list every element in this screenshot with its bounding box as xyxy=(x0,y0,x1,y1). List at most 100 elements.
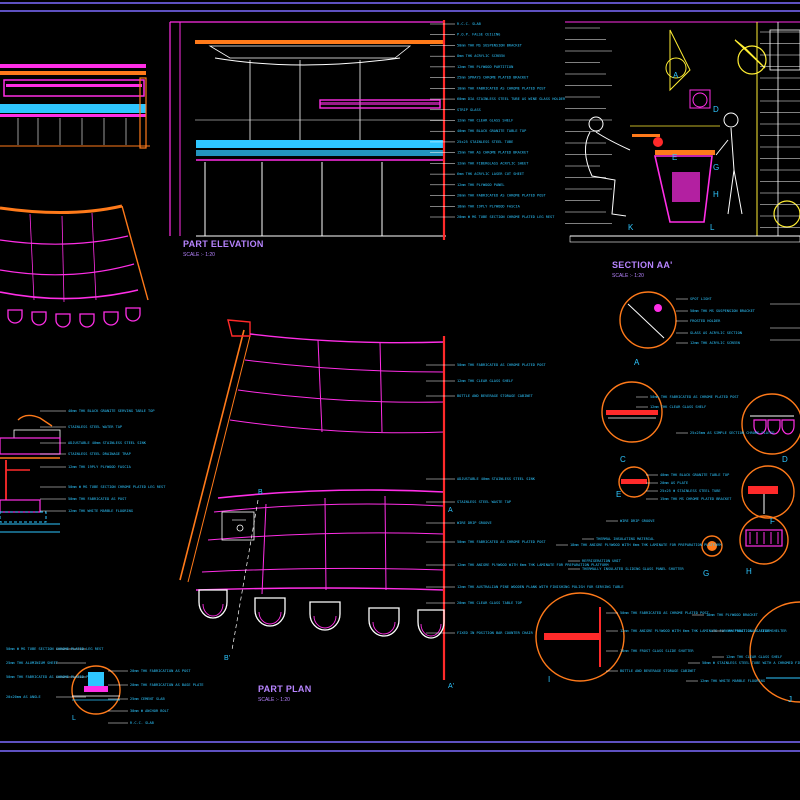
plan-callout: 50mm THK FABRICATED AS CHROME PLATED POS… xyxy=(457,540,547,544)
detail-callout: REFRIGERATION UNIT xyxy=(582,559,622,563)
top-left-elevation xyxy=(0,64,150,149)
detail-callout: BOTTLE AND BEVERAGE STORAGE CABINET xyxy=(620,669,697,673)
plan-marker-b-prime: B' xyxy=(224,655,230,662)
left-detail-callout: 40mm THK BLACK GRANITE SERVING TABLE TOP xyxy=(68,409,155,413)
plan-callout: BOTTLE AND BEVERAGE STORAGE CABINET xyxy=(457,394,534,398)
detail-callout: 20mm AS PLATE xyxy=(660,481,688,485)
part-plan-drawing: PART PLAN SCALE :- 1:20 xyxy=(179,319,446,703)
detail-bubble-h: H xyxy=(739,515,789,576)
section-aa-markers: A D E G H L K xyxy=(628,71,719,232)
detail-label: H xyxy=(746,567,752,576)
detail-callout: 12mm THK CLEAR GLASS SHELF xyxy=(726,655,782,659)
detail-label: G xyxy=(703,569,709,578)
detail-callout: THERMALLY INSULATED SLIDING GLASS PANEL … xyxy=(582,567,685,571)
detail-l-callout: 25mm CEMENT SLAB xyxy=(130,697,165,701)
wine-glass-icon xyxy=(753,419,767,435)
detail-callout: WIRE DRIP GROOVE xyxy=(620,519,655,523)
left-detail-callout: 50mm THK FABRICATED AS POST xyxy=(68,497,127,501)
detail-l-callouts: 50mm Φ MS TUBE SECTION CHROME PLATED LEG… xyxy=(6,647,204,725)
plan-callout: ADJUSTABLE 40mm STAINLESS STEEL SINK xyxy=(457,477,536,481)
section-marker-l: L xyxy=(710,223,715,232)
detail-circle xyxy=(618,466,650,498)
detail-l-drawing: L xyxy=(71,665,121,722)
wine-glass-icon xyxy=(767,419,781,435)
detail-callout: 12mm THK ANIGRE PLYWOOD WITH 6mm THK LAM… xyxy=(620,629,772,633)
detail-callout: 6mm FROST GLASS SIDE SHELTER xyxy=(726,629,787,633)
spot-light-mark xyxy=(654,304,662,312)
plan-marker-a: A xyxy=(448,507,453,514)
detail-label: C xyxy=(620,455,626,464)
section-aa-drawing: SECTION AA' SCALE :- 1:20 xyxy=(565,21,800,279)
shelf-section xyxy=(606,410,658,415)
detail-callout: FROSTED HOLDER xyxy=(690,319,721,323)
section-aa-title: SECTION AA' xyxy=(612,260,673,270)
plan-marker-b: B xyxy=(258,489,263,496)
plate-section xyxy=(748,486,778,494)
detail-label: J xyxy=(788,695,792,704)
elevation-callout: 6mm THK ACRYLIC LASER CUT SHEET xyxy=(457,172,525,176)
section-marker-e: E xyxy=(672,153,677,162)
part-plan-scale: SCALE :- 1:20 xyxy=(258,697,290,703)
detail-callout: 25x25mm AS SIMPLE SECTION CHROME PLATED xyxy=(690,431,774,435)
plan-callout: 50mm THK FABRICATED AS CHROME PLATED POS… xyxy=(457,363,547,367)
elevation-callout: R.C.C. SLAB xyxy=(457,22,481,26)
detail-circle xyxy=(741,393,800,455)
section-marker-g: G xyxy=(713,163,719,172)
elevation-callout: STRIP GLASS xyxy=(457,108,481,112)
detail-callout: 12mm THK WHITE MARBLE FLOORING xyxy=(700,679,765,683)
elevation-callout: 60mm DIA STAINLESS STEEL TUBE AS WINE GL… xyxy=(457,97,566,101)
detail-callout: 50mm Φ STAINLESS STEEL TUBE WITH A CHROM… xyxy=(702,661,800,665)
detail-callout: 50mm THK FABRICATED AS CHROME PLATED POS… xyxy=(620,611,710,615)
elevation-callout: 12mm THK FIBERGLASS ACRYLIC SHEET xyxy=(457,161,529,165)
elevation-callout: 15mm THK AS CHROME PLATED BRACKET xyxy=(457,151,529,155)
plan-callout: FIXED IN POSITION BAR COUNTER CHAIR xyxy=(457,631,534,635)
detail-callout: 50mm THK FABRICATED AS CHROME PLATED POS… xyxy=(650,395,740,399)
elevation-callout: 25x25 STAINLESS STEEL TUBE xyxy=(457,140,513,144)
section-marker-h: H xyxy=(713,190,719,199)
left-detail-callouts: 40mm THK BLACK GRANITE SERVING TABLE TOP… xyxy=(40,409,166,513)
granite-top xyxy=(621,479,647,484)
elevation-callout: 18mm THK 19PLY PLYWOOD FASCIA xyxy=(457,204,521,208)
left-plan-arc xyxy=(0,204,149,328)
detail-label: A xyxy=(634,358,640,367)
detail-circle xyxy=(619,291,677,349)
elevation-callout: 12mm THK CLEAR GLASS SHELF xyxy=(457,119,513,123)
detail-l-callout: 25mm THK ALUMINIUM SHEET xyxy=(6,661,59,665)
part-plan-callouts: 50mm THK FABRICATED AS CHROME PLATED POS… xyxy=(426,363,624,635)
detail-bubble-j: J 18mm THK PLYWOOD BRACKET 6mm FROST GLASS… xyxy=(686,601,800,704)
detail-callout: 18mm THK PLYWOOD BRACKET xyxy=(706,613,759,617)
detail-callout: 12mm THK ACRYLIC SCREEN xyxy=(690,341,740,345)
plan-callout: WIRE DRIP GROOVE xyxy=(457,521,492,525)
wine-glass-icon xyxy=(781,419,795,435)
detail-callout: 18mm THK ANIGRE PLYWOOD WITH 6mm THK LAM… xyxy=(570,543,722,547)
detail-callout: 12mm THK CLEAR GLASS SHELF xyxy=(650,405,706,409)
section-aa-scale: SCALE :- 1:20 xyxy=(612,273,644,279)
plan-callout: 12mm THK CLEAR GLASS SHELF xyxy=(457,379,513,383)
drip-groove-mark xyxy=(707,541,717,551)
elevation-callout: 12mm THK PLYWOOD PANEL xyxy=(457,183,505,187)
elevation-callout: P.O.P. FALSE CEILING xyxy=(457,33,500,37)
part-plan-title: PART PLAN xyxy=(258,684,312,694)
detail-bubble-c: C 50mm THK FABRICATED AS CHROME PLATED PO… xyxy=(601,381,740,464)
detail-l-label: L xyxy=(72,715,76,722)
part-plan-section-markers: A A' B B' xyxy=(224,489,454,690)
section-marker-d: D xyxy=(713,105,719,114)
detail-label: F xyxy=(770,517,775,526)
detail-label: E xyxy=(616,490,621,499)
detail-bubble-d: D 25x25mm AS SIMPLE SECTION CHROME PLATED xyxy=(676,393,800,464)
detail-circle xyxy=(601,381,663,443)
detail-circle xyxy=(741,465,795,519)
detail-callout: THERMAL INSULATING MATERIAL xyxy=(596,537,654,541)
detail-label: D xyxy=(782,455,788,464)
left-detail-callout: 50mm Φ MS TUBE SECTION CHROME PLATED LEG… xyxy=(68,485,166,489)
detail-circle xyxy=(749,601,800,703)
part-elevation-drawing: PART ELEVATION SCALE :- 1:20 xyxy=(169,20,446,258)
section-aa-callout-lines xyxy=(565,27,800,228)
section-marker-k: K xyxy=(628,223,634,232)
detail-circle xyxy=(739,515,789,565)
detail-callout: 18mm THK FROST GLASS SLIDE SHUTTER xyxy=(620,649,694,653)
elevation-callout: 25mm SPRAYS CHROME PLATED BRACKET xyxy=(457,76,529,80)
plan-callout: 12mm THK AUSTRALIAN PINE WOODEN PLANK WI… xyxy=(457,585,624,589)
